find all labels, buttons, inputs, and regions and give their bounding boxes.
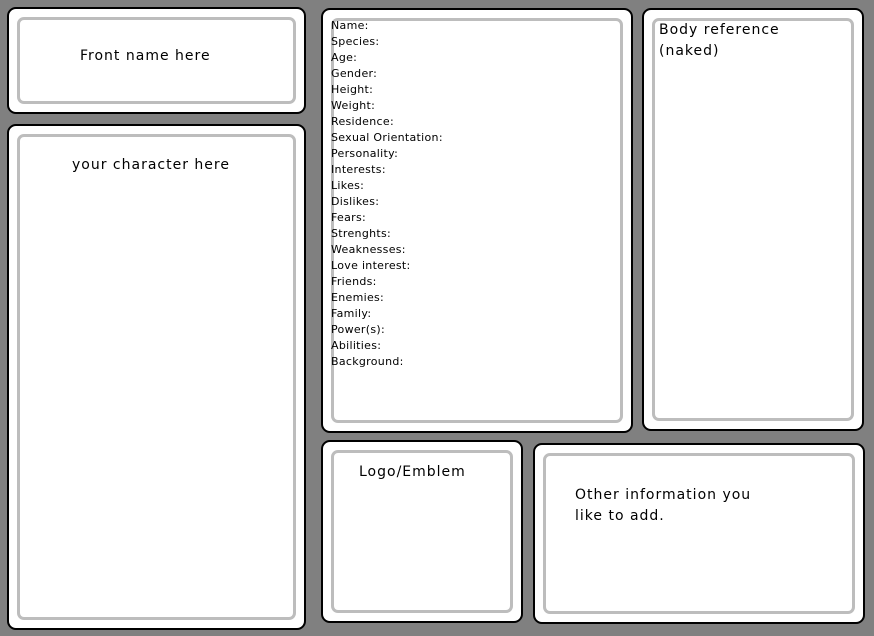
other-info-panel: Other information you like to add.	[533, 443, 865, 624]
field-label: Fears:	[331, 211, 366, 224]
body-reference-panel: Body reference (naked)	[642, 8, 864, 431]
info-frame	[331, 18, 623, 423]
body-reference-label: Body reference (naked)	[659, 20, 780, 62]
field-label: Personality:	[331, 147, 399, 160]
field-label: Enemies:	[331, 291, 385, 304]
info-panel: Name: Species: Age: Gender: Height: Weig…	[321, 8, 633, 433]
front-name-label: Front name here	[80, 48, 211, 64]
field-label: Gender:	[331, 67, 378, 80]
field-label: Likes:	[331, 179, 365, 192]
field-label: Sexual Orientation:	[331, 131, 443, 144]
field-label: Species:	[331, 35, 380, 48]
field-label: Background:	[331, 355, 404, 368]
field-label: Family:	[331, 307, 372, 320]
body-reference-frame	[652, 18, 854, 421]
field-label: Weaknesses:	[331, 243, 406, 256]
field-label: Abilities:	[331, 339, 382, 352]
other-info-frame	[543, 453, 855, 614]
character-label: your character here	[72, 157, 230, 173]
field-label: Dislikes:	[331, 195, 380, 208]
logo-label: Logo/Emblem	[359, 464, 466, 480]
field-label: Residence:	[331, 115, 394, 128]
character-panel: your character here	[7, 124, 306, 630]
logo-frame	[331, 450, 513, 613]
other-info-line: like to add.	[575, 508, 665, 524]
field-label: Name:	[331, 19, 369, 32]
info-field-list: Name: Species: Age: Gender: Height: Weig…	[331, 18, 443, 370]
field-label: Love interest:	[331, 259, 411, 272]
front-name-panel: Front name here	[7, 7, 306, 114]
logo-panel: Logo/Emblem	[321, 440, 523, 623]
field-label: Height:	[331, 83, 374, 96]
field-label: Interests:	[331, 163, 386, 176]
other-info-line: Other information you	[575, 487, 752, 503]
field-label: Weight:	[331, 99, 376, 112]
body-reference-line: Body reference	[659, 22, 780, 38]
field-label: Age:	[331, 51, 358, 64]
body-reference-line: (naked)	[659, 43, 720, 59]
other-info-label: Other information you like to add.	[575, 485, 751, 527]
character-frame	[17, 134, 296, 620]
field-label: Power(s):	[331, 323, 385, 336]
front-name-frame	[17, 17, 296, 104]
field-label: Strenghts:	[331, 227, 392, 240]
field-label: Friends:	[331, 275, 377, 288]
